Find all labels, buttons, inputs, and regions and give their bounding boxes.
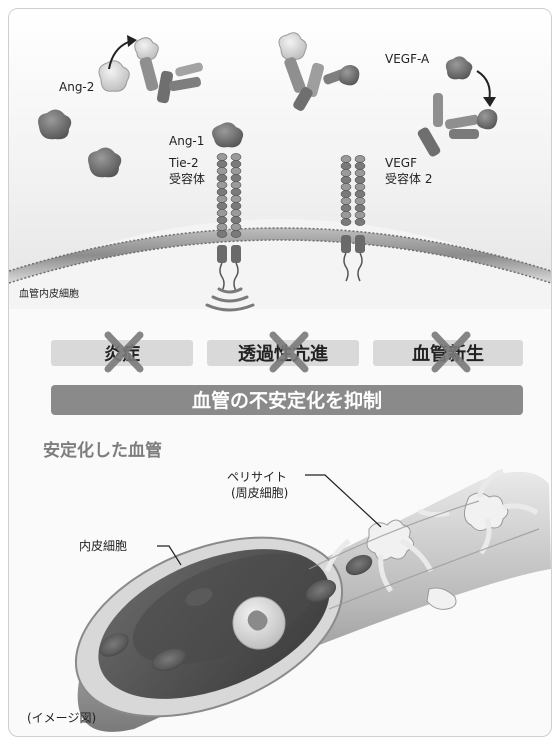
tie2-receptor <box>212 122 244 292</box>
receptor-bead <box>230 209 242 217</box>
receptor-bead <box>340 218 352 226</box>
receptor-bead <box>230 230 242 238</box>
effect-boxes: 炎症 透過性亢進 血管新生 <box>51 331 523 373</box>
pericyte-sublabel: (周皮細胞) <box>231 486 288 500</box>
receptor-bead <box>354 197 366 205</box>
receptor-bead <box>340 162 352 170</box>
receptor-bead <box>216 181 228 189</box>
ang2-label: Ang-2 <box>59 80 94 94</box>
vegfa-protein <box>445 56 473 80</box>
ang2-protein <box>98 60 130 92</box>
protein-blob <box>88 147 122 178</box>
receptor-bead <box>354 169 366 177</box>
ang1-protein <box>212 122 244 148</box>
endothelial-membrane-label: 血管内皮細胞 <box>19 287 79 300</box>
red-blood-cell <box>345 554 373 576</box>
antibody-3 <box>417 93 498 157</box>
receptor-bead <box>354 211 366 219</box>
receptor-bead <box>340 169 352 177</box>
receptor-bead <box>216 202 228 210</box>
receptor-bead <box>230 216 242 224</box>
endothelial-leader-line <box>157 545 182 566</box>
antibody-2 <box>278 32 360 111</box>
receptor-bead <box>216 230 228 238</box>
receptor-bead <box>340 204 352 212</box>
receptor-bead <box>216 209 228 217</box>
receptor-bead <box>216 188 228 196</box>
receptor-bead <box>354 218 366 226</box>
pericyte-label: ペリサイト <box>227 470 287 484</box>
receptor-bead <box>216 160 228 168</box>
effect-box <box>207 340 359 366</box>
vegfa-arrowhead-icon <box>483 97 496 107</box>
receptor-bead <box>230 167 242 175</box>
endothelial-cell-label: 内皮細胞 <box>79 539 127 553</box>
receptor-bead <box>230 195 242 203</box>
receptor-bead <box>340 176 352 184</box>
receptor-bead <box>340 190 352 198</box>
receptor-bead <box>340 211 352 219</box>
receptor-bead <box>216 223 228 231</box>
vegf-label: VEGF <box>385 156 417 170</box>
pericyte-leader-line <box>305 474 382 528</box>
red-blood-cell <box>151 648 187 672</box>
antibody-1 <box>134 37 203 104</box>
receptor-bead <box>230 202 242 210</box>
receptor-bead <box>216 174 228 182</box>
tie2-receptor-label: 受容体 <box>169 171 205 186</box>
cell-membrane <box>9 219 551 309</box>
receptor-bead <box>230 153 242 161</box>
blood-vessel <box>74 468 551 732</box>
ang2-arrowhead-icon <box>127 35 137 47</box>
receptor-bead <box>216 195 228 203</box>
red-blood-cell <box>305 579 337 603</box>
receptor-bead <box>230 181 242 189</box>
red-blood-cell <box>99 633 129 657</box>
receptor-bead <box>216 167 228 175</box>
receptor-bead <box>340 183 352 191</box>
receptor-bead <box>354 176 366 184</box>
receptor-bead <box>354 204 366 212</box>
diagram-frame: Ang-2 VEGF-A Ang-1 Tie-2 受容体 VEGF 受容体 2 … <box>8 8 552 737</box>
vegf-receptor-label: 受容体 2 <box>385 171 432 186</box>
receptor-bead <box>230 188 242 196</box>
receptor-bead <box>354 190 366 198</box>
vascular-diagram: Ang-2 VEGF-A Ang-1 Tie-2 受容体 VEGF 受容体 2 … <box>9 9 551 732</box>
signal-waves-icon <box>205 287 255 312</box>
suppression-banner <box>51 385 523 415</box>
receptor-bead <box>354 155 366 163</box>
receptor-bead <box>230 223 242 231</box>
receptor-bead <box>216 153 228 161</box>
image-note: (イメージ図) <box>27 711 96 725</box>
suppression-banner-label: 血管の不安定化を抑制 <box>192 389 382 412</box>
stabilized-vessel-heading: 安定化した血管 <box>43 440 162 461</box>
vegfa-label: VEGF-A <box>385 52 430 66</box>
ang1-label: Ang-1 <box>169 134 204 148</box>
receptor-bead <box>354 162 366 170</box>
receptor-bead <box>340 197 352 205</box>
protein-blob <box>38 109 72 140</box>
receptor-bead <box>230 174 242 182</box>
receptor-bead <box>340 155 352 163</box>
receptor-bead <box>230 160 242 168</box>
red-blood-cell <box>185 588 213 606</box>
receptor-bead <box>216 216 228 224</box>
vegf-receptor-2 <box>340 155 366 282</box>
receptor-bead <box>354 183 366 191</box>
tie2-label: Tie-2 <box>168 156 199 170</box>
